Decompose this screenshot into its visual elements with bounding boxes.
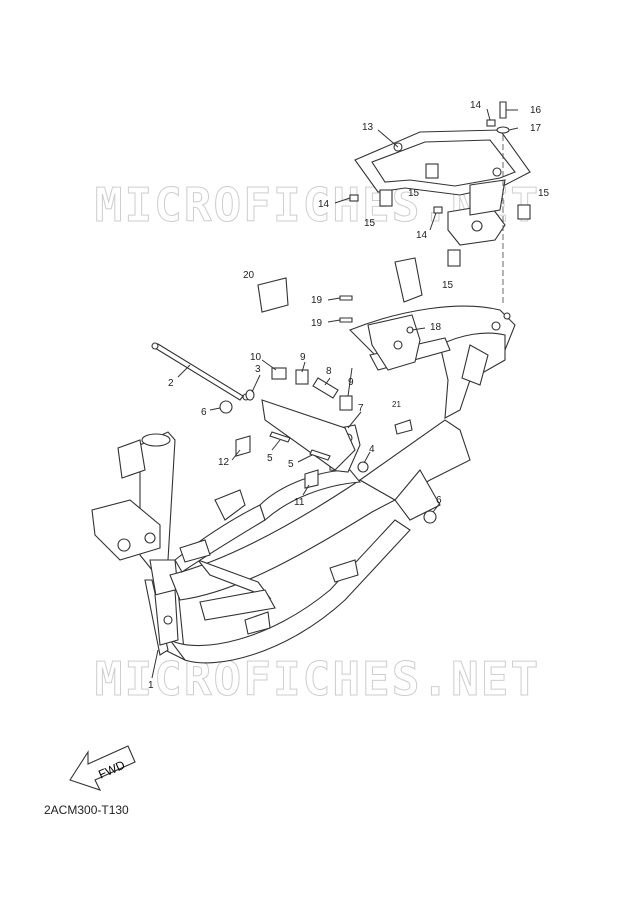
callout-16: 16 (530, 105, 542, 116)
callout-5b: 5 (288, 459, 294, 470)
leader-lines (151, 108, 519, 679)
engine-bracket-18 (367, 257, 423, 371)
main-frame (91, 305, 516, 664)
callout-13: 13 (362, 122, 374, 133)
callout-6a: 6 (201, 407, 207, 418)
callout-20: 20 (243, 270, 255, 281)
callout-15a: 15 (408, 188, 420, 199)
callout-labels: 1 2 3 4 5 5 6 6 7 8 9 9 10 11 12 13 14 1… (148, 100, 550, 691)
callout-17: 17 (530, 123, 542, 134)
callout-15d: 15 (442, 280, 454, 291)
callout-9b: 9 (348, 377, 354, 388)
callout-4: 4 (369, 444, 375, 455)
callout-15b: 15 (364, 218, 376, 229)
callout-18: 18 (430, 322, 442, 333)
callout-8: 8 (326, 366, 332, 377)
callout-21: 21 (392, 400, 401, 409)
callout-14a: 14 (470, 100, 482, 111)
callout-7: 7 (358, 403, 364, 414)
upper-frame-13 (354, 129, 531, 246)
callout-6b: 6 (436, 495, 442, 506)
callout-3: 3 (255, 364, 261, 375)
callout-12: 12 (218, 457, 230, 468)
callout-11: 11 (294, 497, 305, 508)
callout-14c: 14 (416, 230, 428, 241)
fwd-arrow-icon: FWD (69, 745, 136, 791)
diagram-code: 2ACM300-T130 (44, 803, 129, 817)
callout-1: 1 (148, 680, 154, 691)
callout-9a: 9 (300, 352, 306, 363)
callout-5a: 5 (267, 453, 273, 464)
callout-19a: 19 (311, 295, 323, 306)
callout-15c: 15 (538, 188, 550, 199)
callout-14b: 14 (318, 199, 330, 210)
callout-10: 10 (250, 352, 262, 363)
small-parts (151, 101, 531, 524)
watermark-bottom: MICROFICHES.NET (94, 652, 541, 707)
callout-2: 2 (168, 378, 174, 389)
callout-19b: 19 (311, 318, 323, 329)
